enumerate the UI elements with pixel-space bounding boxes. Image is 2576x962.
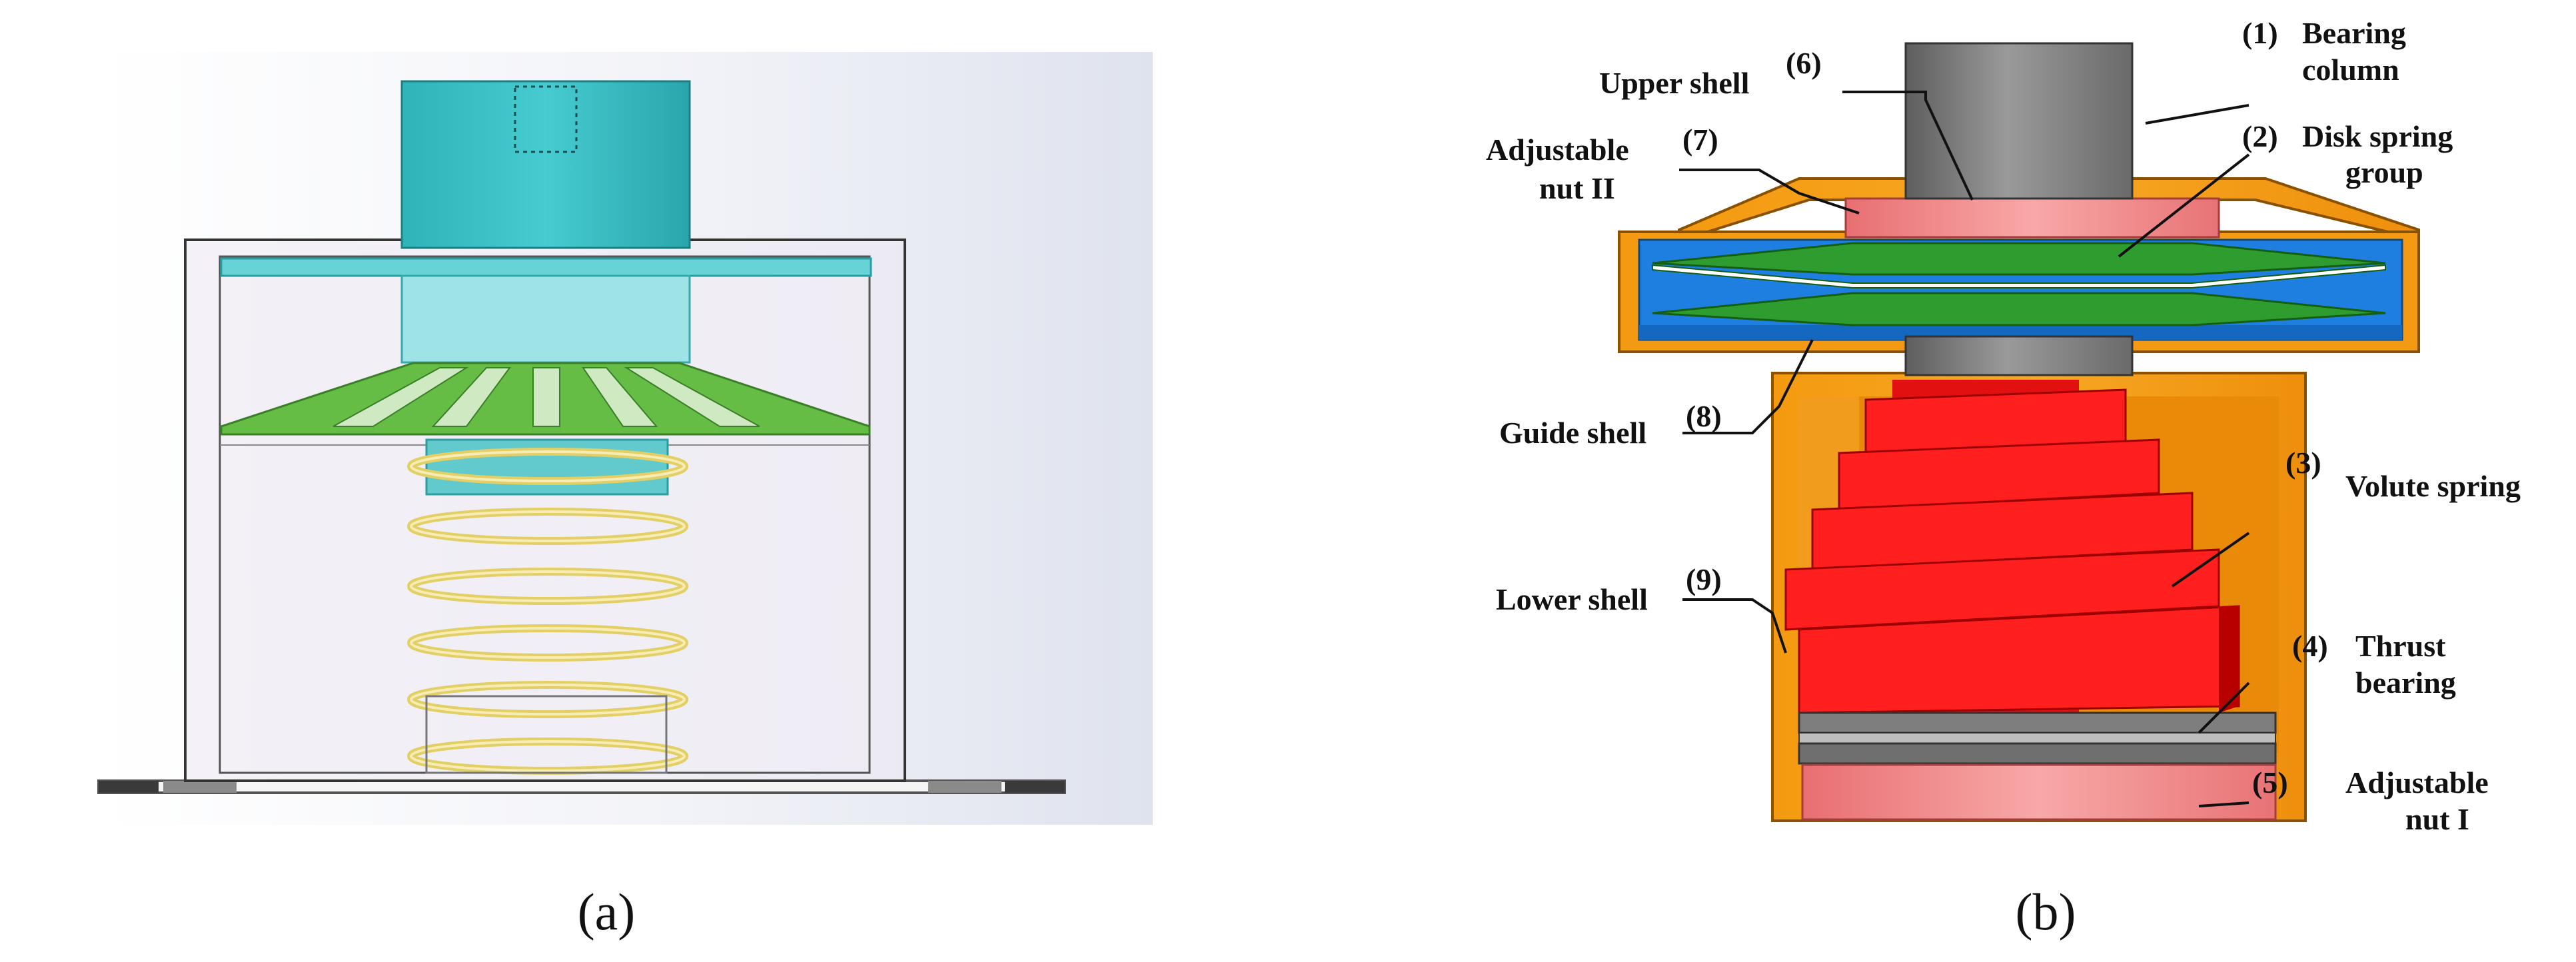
label-bearing-column: (1) Bearing column <box>2242 16 2406 87</box>
leader-lines <box>1679 91 2250 807</box>
upper-shell-number: (6) <box>1786 46 1822 80</box>
adjustable-nut-1-label-line1: Adjustable <box>2345 765 2489 799</box>
label-lower-shell: Lower shell (9) <box>1496 562 1722 616</box>
adjustable-nut-2-number: (7) <box>1682 123 1718 157</box>
label-disk-spring-group: (2) Disk spring group <box>2242 119 2453 189</box>
adjustable-nut-1-label-line2: nut I <box>2405 802 2469 836</box>
label-guide-shell: Guide shell (8) <box>1499 399 1722 450</box>
thrust-bearing <box>1798 712 2277 765</box>
panel-a-caption: (a) <box>578 883 636 941</box>
panel-a: (a) <box>97 52 1153 941</box>
guide-shell-label: Guide shell <box>1499 416 1646 450</box>
base-plate <box>97 779 1066 794</box>
disk-spring-group-label-line2: group <box>2345 155 2423 189</box>
volute-spring-label: Volute spring <box>2345 469 2521 503</box>
adjustable-nut-1-number: (5) <box>2252 765 2288 799</box>
label-volute-spring: (3) Volute spring <box>2285 446 2521 503</box>
disk-spring-group-number: (2) <box>2242 119 2278 153</box>
bearing-column <box>1904 42 2134 376</box>
bearing-column-label-line1: Bearing <box>2302 16 2406 50</box>
panel-b: (1) Bearing column (2) Disk spring group… <box>1486 16 2521 941</box>
bearing-column-number: (1) <box>2242 16 2278 50</box>
adjustable-nut-1 <box>1801 763 2277 821</box>
thrust-bearing-label-line2: bearing <box>2355 666 2456 700</box>
volute-spring-number: (3) <box>2285 446 2321 480</box>
cad-bottom-seat <box>425 695 668 774</box>
label-thrust-bearing: (4) Thrust bearing <box>2292 629 2456 700</box>
thrust-bearing-label-line1: Thrust <box>2355 629 2446 663</box>
lower-shell-label: Lower shell <box>1496 582 1648 616</box>
label-upper-shell: Upper shell (6) <box>1599 46 1822 100</box>
cad-disk-spring <box>220 362 871 436</box>
upper-shell-label: Upper shell <box>1599 66 1749 100</box>
lower-shell-number: (9) <box>1686 562 1722 596</box>
cad-upper-disk <box>220 257 872 364</box>
disk-spring-group-label-line1: Disk spring <box>2302 119 2453 153</box>
adjustable-nut-2 <box>1844 197 2220 239</box>
disk-spring-group <box>1652 242 2386 326</box>
label-adjustable-nut-2: Adjustable nut II (7) <box>1486 123 1718 205</box>
adjustable-nut-2-label-line2: nut II <box>1539 171 1615 205</box>
guide-shell-number: (8) <box>1686 399 1722 433</box>
cad-bearing-column <box>400 80 691 249</box>
thrust-bearing-number: (4) <box>2292 629 2328 663</box>
volute-spring <box>1784 380 2240 714</box>
bearing-column-label-line2: column <box>2302 53 2399 87</box>
label-adjustable-nut-1: (5) Adjustable nut I <box>2252 765 2489 836</box>
panel-b-caption: (b) <box>2016 883 2076 941</box>
adjustable-nut-2-label-line1: Adjustable <box>1486 133 1629 167</box>
